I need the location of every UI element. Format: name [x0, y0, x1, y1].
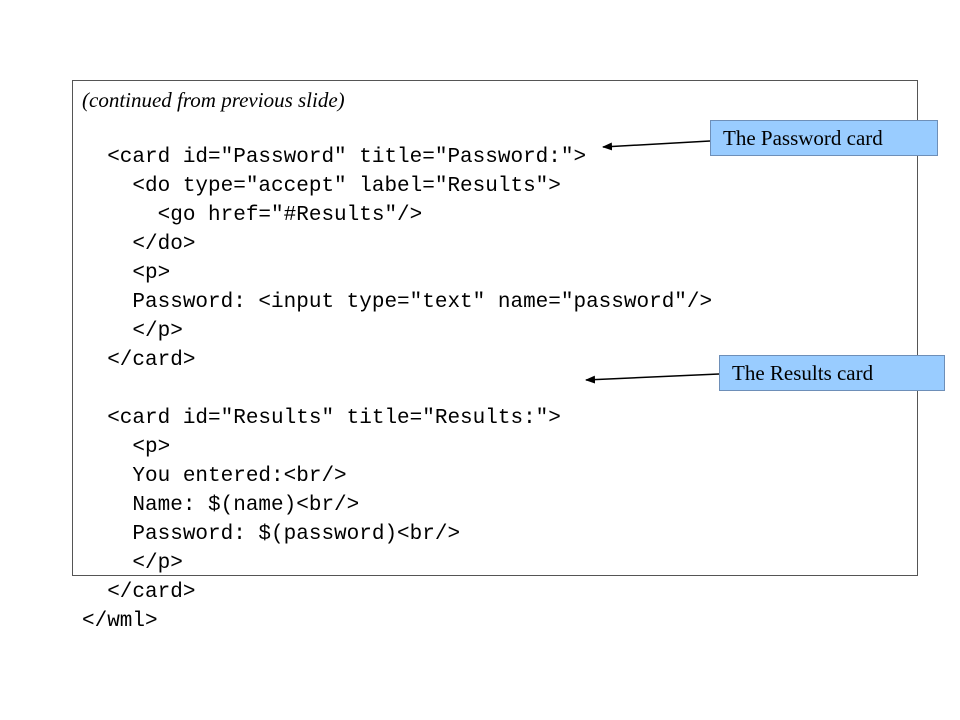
code-line-p-open: <p> — [82, 262, 171, 285]
code-line-go: <go href="#Results"/> — [82, 204, 423, 227]
code-line-password-input: Password: <input type="text" name="passw… — [82, 291, 713, 314]
code-line-p-open-results: <p> — [82, 436, 171, 459]
code-line-card-close: </card> — [82, 349, 196, 372]
code-line-p-close: </p> — [82, 320, 183, 343]
continuation-caption: (continued from previous slide) — [82, 88, 345, 112]
code-line-card-close-results: </card> — [82, 581, 196, 604]
code-line-card-results-open: <card id="Results" title="Results:"> — [82, 407, 561, 430]
code-line-card-password-open: <card id="Password" title="Password:"> — [82, 146, 587, 169]
results-card-callout: The Results card — [719, 355, 945, 391]
code-line-p-close-results: </p> — [82, 552, 183, 575]
code-line-password-value: Password: $(password)<br/> — [82, 523, 461, 546]
code-line-wml-close: </wml> — [82, 610, 158, 633]
code-line-do-close: </do> — [82, 233, 196, 256]
code-line-do-open: <do type="accept" label="Results"> — [82, 175, 561, 198]
code-listing-box — [72, 80, 918, 576]
code-line-you-entered: You entered:<br/> — [82, 465, 347, 488]
password-card-callout: The Password card — [710, 120, 938, 156]
code-line-name: Name: $(name)<br/> — [82, 494, 360, 517]
